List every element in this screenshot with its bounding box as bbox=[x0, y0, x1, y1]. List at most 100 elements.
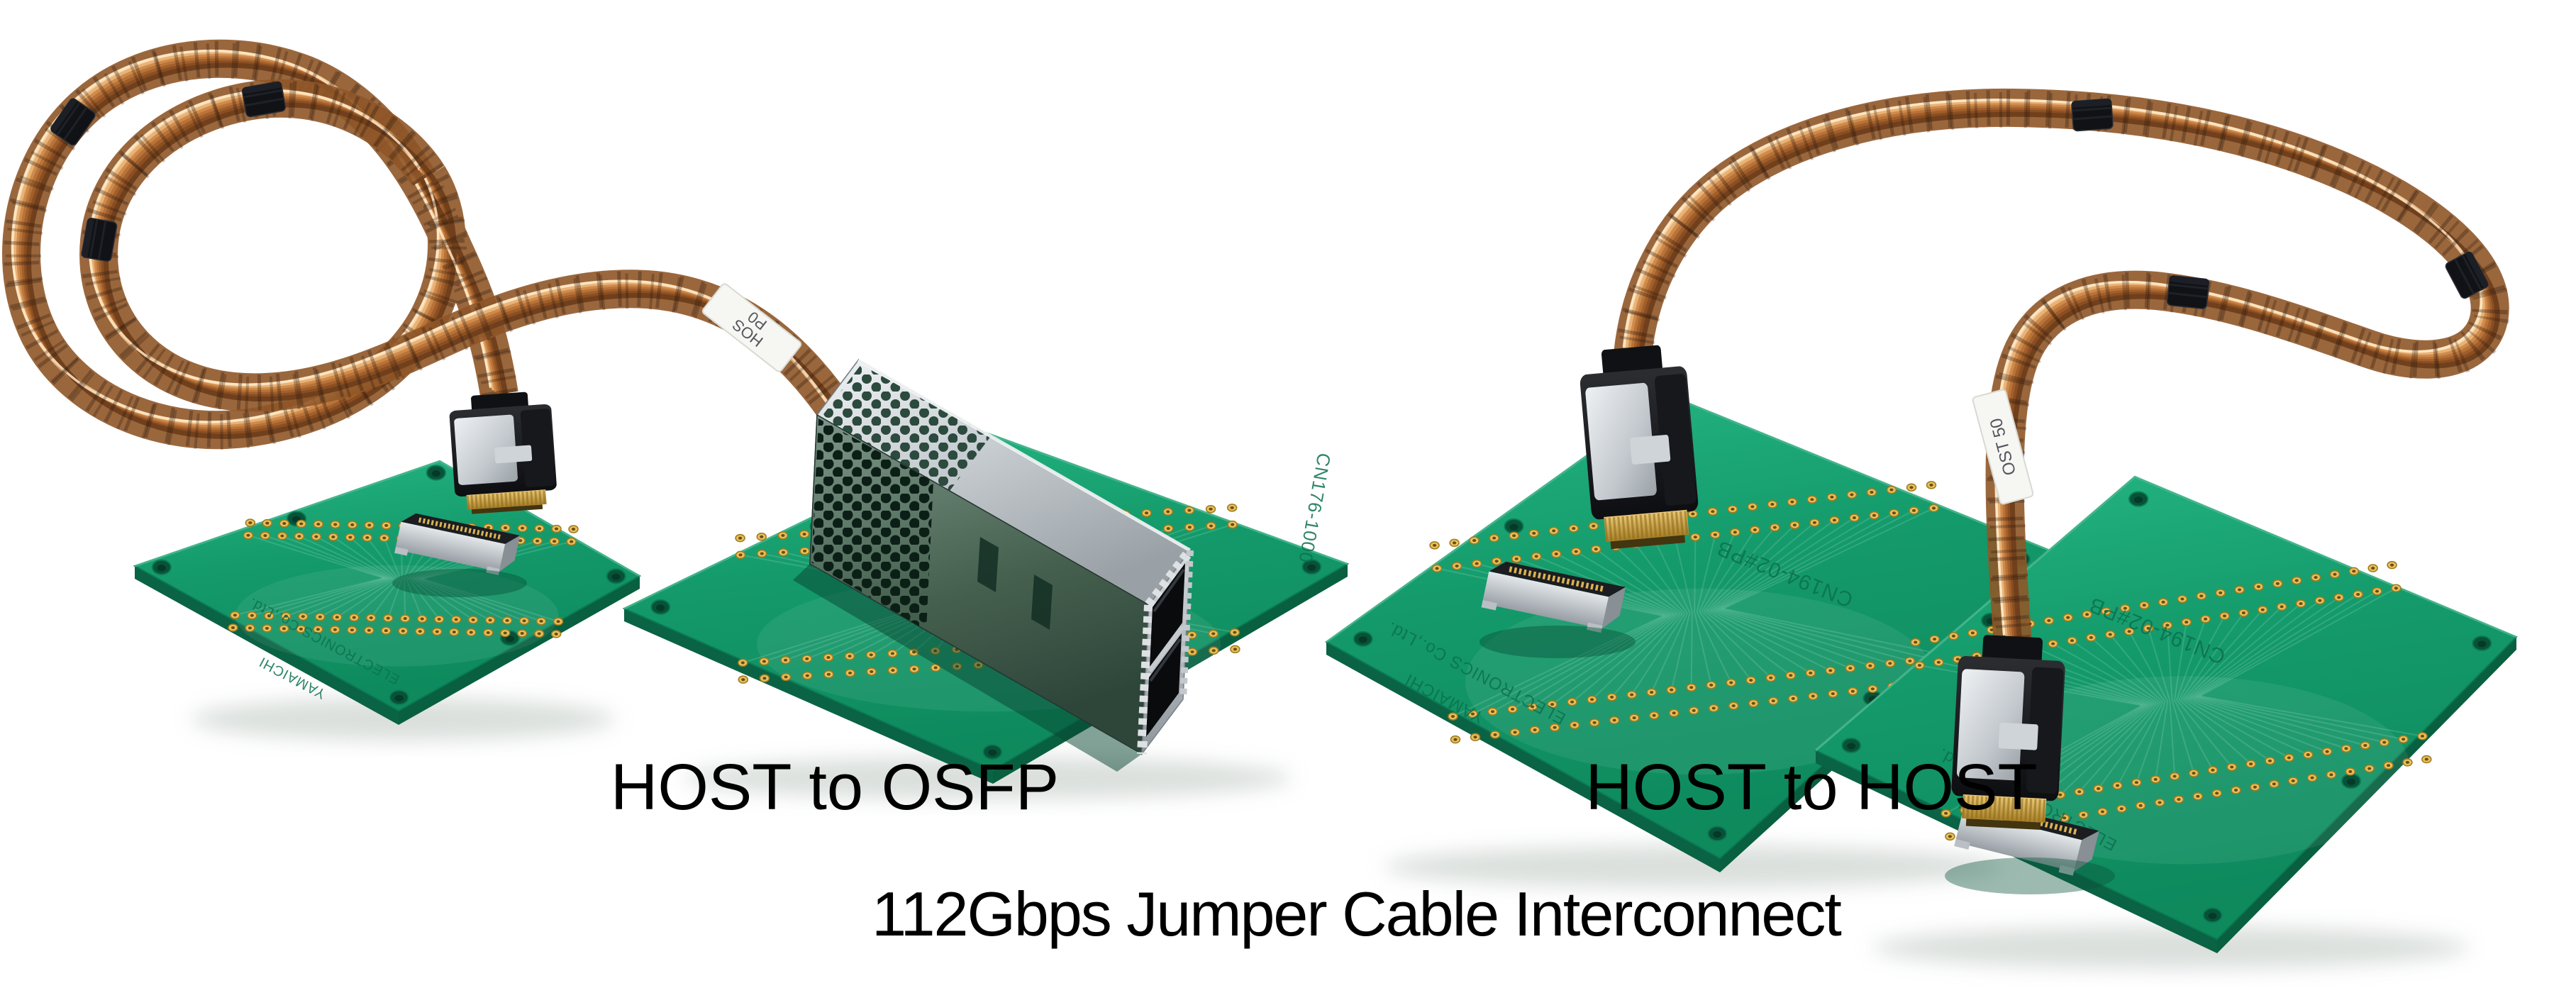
gold-pad-hole bbox=[1831, 692, 1835, 696]
gold-pad-hole bbox=[1652, 714, 1656, 717]
fanout-trace bbox=[1703, 526, 1776, 612]
gold-pad-hole bbox=[738, 553, 743, 557]
velcro-tie-right-1 bbox=[2070, 97, 2114, 133]
fanout-trace bbox=[2169, 701, 2176, 777]
gold-pad-hole bbox=[505, 618, 509, 622]
gold-pad-hole bbox=[1572, 527, 1576, 531]
socket-reflection-board3 bbox=[1479, 626, 1636, 658]
gold-pad-hole bbox=[2146, 626, 2150, 630]
gold-pad-hole bbox=[1230, 506, 1234, 509]
fanout-trace bbox=[1720, 608, 1931, 660]
mounting-hole-center bbox=[611, 573, 621, 580]
gold-pad-hole bbox=[2196, 794, 2200, 798]
gold-pad-hole bbox=[1769, 676, 1773, 679]
gold-pad-hole bbox=[1532, 531, 1536, 535]
gold-pad-hole bbox=[263, 534, 267, 538]
gold-pad-hole bbox=[316, 628, 320, 631]
gold-pad-hole bbox=[2081, 813, 2086, 816]
fanout-trace bbox=[1453, 615, 1664, 717]
fanout-trace bbox=[403, 578, 406, 619]
gold-pad-hole bbox=[1848, 667, 1853, 670]
gold-pad-hole bbox=[869, 653, 873, 657]
gold-pad-hole bbox=[2382, 740, 2387, 744]
fanout-trace bbox=[316, 535, 393, 579]
gold-pad-hole bbox=[2333, 572, 2337, 576]
gold-pad-hole bbox=[2134, 781, 2138, 784]
gold-pad-hole bbox=[1811, 694, 1815, 698]
gold-pad-hole bbox=[1550, 703, 1555, 706]
gold-pad-hole bbox=[2420, 734, 2425, 738]
fanout-trace bbox=[2194, 594, 2359, 698]
fanout-trace bbox=[418, 577, 525, 622]
fanout-trace bbox=[350, 536, 397, 579]
mounting-hole-center bbox=[394, 694, 404, 701]
gold-pad-hole bbox=[1231, 523, 1235, 526]
gold-pad-hole bbox=[2199, 594, 2204, 598]
gold-pad-hole bbox=[2329, 773, 2333, 777]
pcb-edge-left bbox=[1326, 642, 1720, 872]
pcb-edge-right bbox=[2217, 637, 2516, 953]
gold-pad-hole bbox=[870, 670, 874, 673]
fanout-trace bbox=[405, 578, 423, 619]
fanout-trace bbox=[2176, 618, 2206, 701]
gold-pad-hole bbox=[1751, 701, 1755, 705]
fanout-trace bbox=[2079, 702, 2160, 792]
fanout-trace bbox=[2173, 622, 2187, 701]
gold-pad-hole bbox=[805, 657, 809, 660]
gold-pad-hole bbox=[1888, 662, 1892, 665]
port-divider bbox=[1148, 626, 1184, 672]
mounting-hole-center bbox=[1358, 636, 1367, 643]
host-board-right-1 bbox=[1325, 394, 2058, 888]
fanout-trace bbox=[1694, 537, 1697, 613]
gold-pad-hole bbox=[1729, 681, 1733, 684]
gold-pad-hole bbox=[760, 535, 764, 538]
fanout-trace bbox=[422, 578, 559, 623]
fanout-trace bbox=[1631, 613, 1686, 696]
gold-pad-hole bbox=[1650, 691, 1654, 694]
gold-pad-hole bbox=[1709, 683, 1714, 687]
fanout-trace bbox=[2199, 695, 2423, 737]
gold-pad-hole bbox=[2352, 570, 2356, 573]
mounting-hole-center bbox=[1509, 523, 1519, 531]
gold-pad-hole bbox=[1166, 527, 1170, 531]
gold-pad-hole bbox=[740, 661, 745, 665]
fanout-trace bbox=[1713, 609, 1871, 667]
gold-pad-hole bbox=[435, 630, 439, 633]
mounting-hole-center bbox=[656, 604, 665, 611]
gold-pad-hole bbox=[2363, 743, 2367, 747]
cage-side-slot-1 bbox=[977, 537, 999, 592]
fanout-trace bbox=[409, 577, 457, 621]
gold-pad-hole bbox=[2108, 633, 2112, 636]
gold-pad-hole bbox=[1209, 524, 1214, 528]
caption-title: 112Gbps Jumper Cable Interconnect bbox=[872, 879, 1842, 949]
gold-pad-hole bbox=[1570, 700, 1575, 704]
fanout-trace bbox=[2109, 633, 2166, 702]
gold-pad-hole bbox=[314, 535, 318, 538]
gold-pad-hole bbox=[2287, 756, 2291, 760]
gold-pad-hole bbox=[2386, 764, 2391, 767]
gold-pad-hole bbox=[1731, 704, 1736, 708]
gold-pad-hole bbox=[2165, 623, 2170, 627]
gold-pad-hole bbox=[1453, 541, 1457, 545]
gold-pad-hole bbox=[2063, 816, 2067, 820]
fanout-trace bbox=[1655, 541, 1691, 614]
gold-pad-hole bbox=[1594, 548, 1598, 551]
gold-pad-hole bbox=[2184, 621, 2189, 624]
fanout-trace bbox=[1650, 612, 1689, 693]
fanout-trace bbox=[2033, 646, 2157, 704]
gold-pad-hole bbox=[2367, 767, 2372, 770]
gold-pad-hole bbox=[2260, 608, 2265, 611]
gold-pad-hole bbox=[1731, 507, 1735, 511]
gold-pad-hole bbox=[350, 523, 355, 526]
gold-pad-hole bbox=[1552, 529, 1556, 533]
gold-pad-hole bbox=[891, 669, 895, 672]
fanout-trace bbox=[2071, 640, 2162, 704]
gold-pad-hole bbox=[318, 615, 322, 618]
cable-label-right: OST 50 bbox=[1972, 389, 2034, 505]
gold-pad-hole bbox=[1672, 711, 1676, 715]
cage-emi-fingers-side bbox=[1137, 604, 1154, 755]
gold-pad-hole bbox=[1771, 699, 1775, 703]
gold-pad-hole bbox=[486, 631, 490, 635]
fanout-trace bbox=[269, 577, 389, 617]
